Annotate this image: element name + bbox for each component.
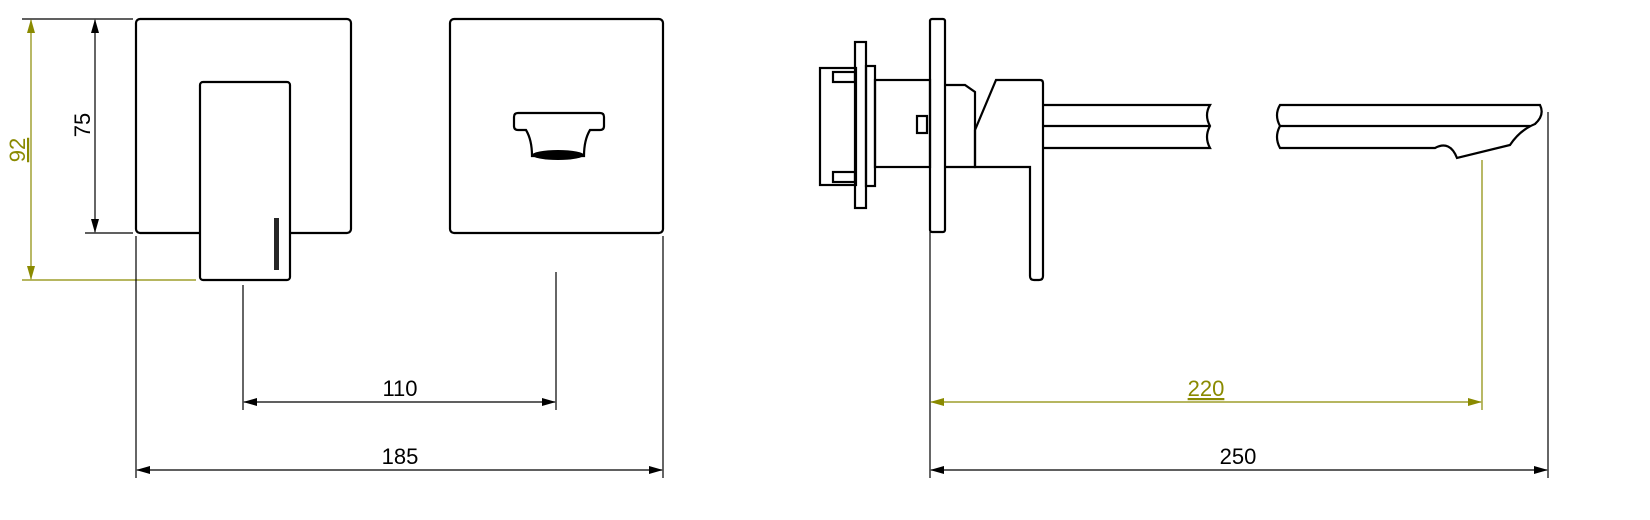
dimension-220: 220 bbox=[929, 160, 1483, 478]
spout-outlet bbox=[512, 111, 606, 158]
side-view bbox=[818, 17, 1543, 282]
dimension-label-185: 185 bbox=[382, 444, 419, 469]
dimension-label-110: 110 bbox=[382, 376, 417, 401]
valve-body bbox=[873, 78, 932, 169]
rough-in-box bbox=[818, 66, 858, 187]
brand-logo bbox=[274, 218, 279, 270]
dimension-185: 185 bbox=[135, 236, 664, 478]
wall-plate bbox=[928, 17, 947, 234]
mixer-front-view bbox=[134, 17, 353, 282]
handle-sleeve bbox=[945, 83, 977, 169]
spout-cover-plate bbox=[448, 17, 665, 235]
spout-front-view bbox=[448, 17, 665, 235]
dimension-110: 110 bbox=[242, 272, 557, 410]
dimension-92: 92 bbox=[5, 18, 196, 281]
dimension-250: 250 bbox=[930, 112, 1549, 478]
mixer-handle bbox=[198, 80, 292, 282]
aerator-icon bbox=[532, 150, 584, 160]
dimension-label-75: 75 bbox=[70, 113, 95, 137]
lever-handle bbox=[973, 78, 1045, 282]
dimension-label-92: 92 bbox=[5, 138, 30, 162]
dimension-label-220: 220 bbox=[1188, 376, 1225, 401]
mount-tab-top bbox=[831, 70, 857, 84]
spout-far-section bbox=[1275, 103, 1543, 160]
dimension-label-250: 250 bbox=[1220, 444, 1257, 469]
mount-tab-bottom bbox=[831, 170, 857, 184]
flange-block bbox=[864, 64, 877, 188]
valve-stop bbox=[915, 114, 929, 135]
dimension-75: 75 bbox=[70, 19, 133, 234]
